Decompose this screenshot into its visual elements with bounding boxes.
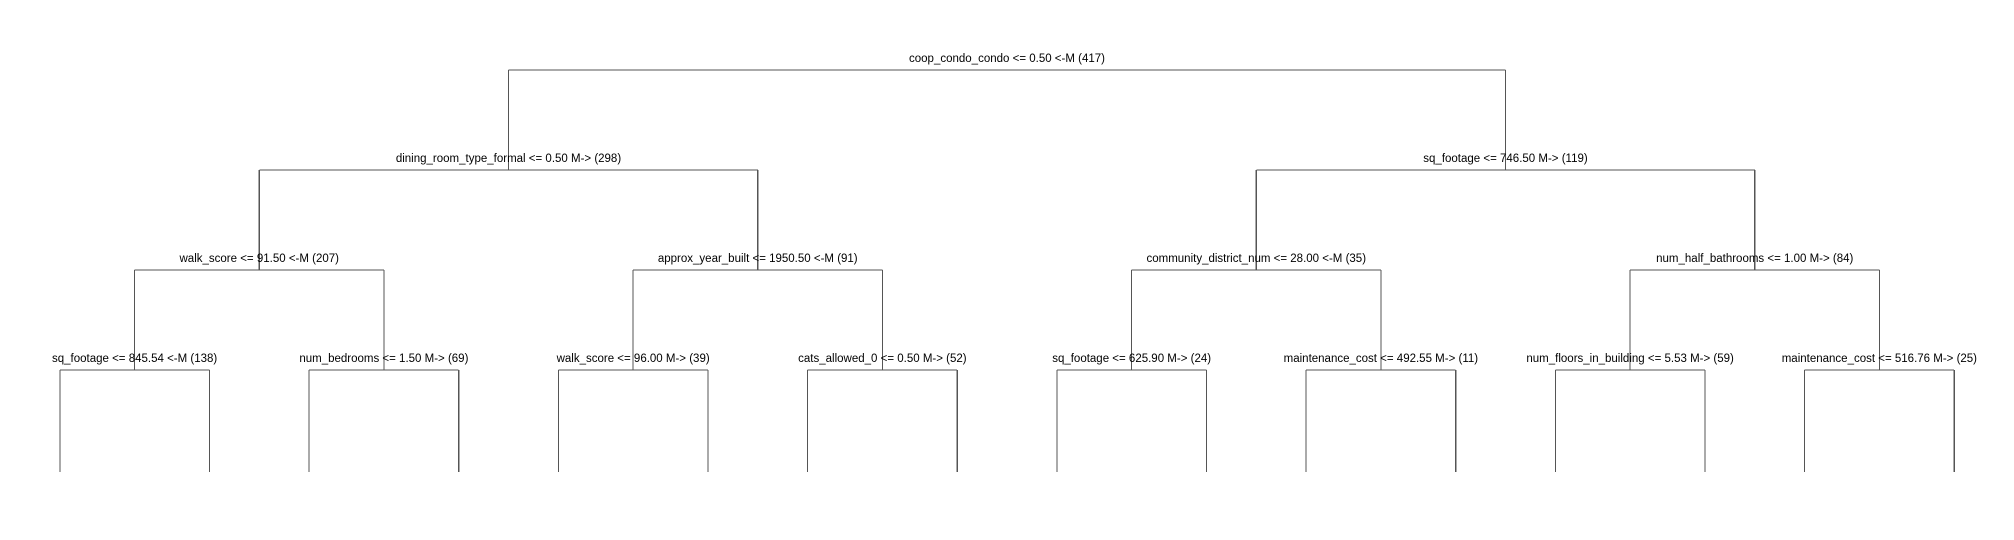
split-node-label: num_floors_in_building <= 5.53 M-> (59) [1526,353,1734,365]
split-node-label: cats_allowed_0 <= 0.50 M-> (52) [798,353,967,365]
split-node-label: num_half_bathrooms <= 1.00 M-> (84) [1656,253,1853,265]
split-node-label: sq_footage <= 845.54 <-M (138) [52,353,217,365]
split-node-label: sq_footage <= 625.90 M-> (24) [1052,353,1211,365]
split-node-label: community_district_num <= 28.00 <-M (35) [1146,253,1366,265]
split-node-label: approx_year_built <= 1950.50 <-M (91) [658,253,858,265]
tree-edges [59,69,1955,472]
split-node-label: maintenance_cost <= 492.55 M-> (11) [1284,353,1479,365]
split-node-label: walk_score <= 96.00 M-> (39) [556,353,710,365]
split-node-label: walk_score <= 91.50 <-M (207) [179,253,340,265]
split-node-label: maintenance_cost <= 516.76 M-> (25) [1782,353,1977,365]
tree-node-labels: coop_condo_condo <= 0.50 <-M (417) dining… [52,53,1977,365]
split-node-label: sq_footage <= 746.50 M-> (119) [1423,153,1588,165]
root-node-label: coop_condo_condo <= 0.50 <-M (417) [909,53,1105,65]
split-node-label: dining_room_type_formal <= 0.50 M-> (298… [396,153,622,165]
split-node-label: num_bedrooms <= 1.50 M-> (69) [299,353,468,365]
